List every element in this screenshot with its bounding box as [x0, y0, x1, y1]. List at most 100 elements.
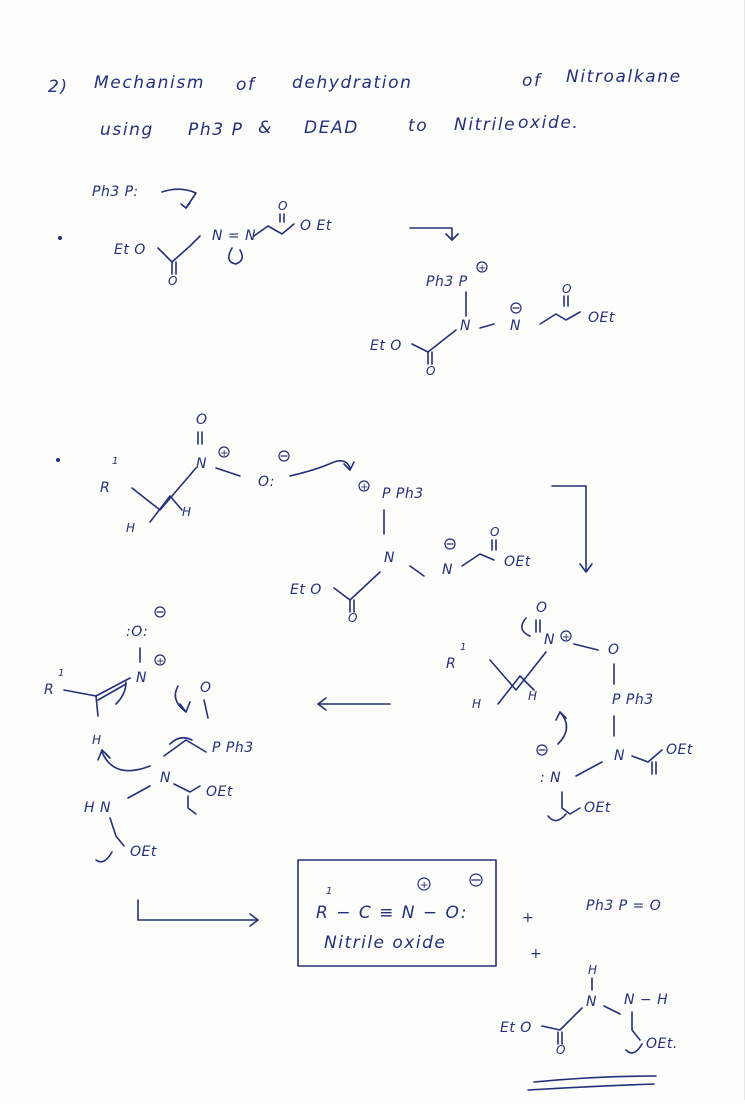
- step4-r: R: [44, 682, 54, 698]
- step2-n2: N: [442, 562, 453, 578]
- hydrazine-nh: N − H: [624, 992, 668, 1008]
- step4-cyclic-ts: :O: N + R 1 O H P Ph3 N OEt H N OEt: [44, 606, 259, 927]
- title-word-oxide: oxide.: [518, 113, 579, 133]
- step4-o-anion: :O:: [126, 624, 148, 640]
- adduct-right-carbonyl: [563, 295, 569, 307]
- svg-text:1: 1: [58, 668, 64, 679]
- n-n-bond: [479, 323, 495, 329]
- svg-text:1: 1: [112, 456, 118, 467]
- step3-h2: H: [528, 689, 537, 703]
- step3-r: R: [446, 656, 456, 672]
- title: 2) Mechanism of dehydration of Nitroalka…: [48, 67, 682, 140]
- svg-text:+: +: [156, 656, 164, 667]
- product-box: [297, 859, 497, 967]
- step4-arrow-cn: [115, 681, 127, 705]
- step2-nitronate-attack: R 1 H H O N + O: + P Ph3 N Et O O N O OE…: [56, 412, 593, 625]
- adduct-left-carbonyl: [427, 351, 433, 365]
- dead-left-carbonyl-o: O: [168, 274, 177, 288]
- step4-pph3: P Ph3: [212, 740, 254, 756]
- title-word-using: using: [100, 120, 154, 140]
- step2-carbon-skeleton: [131, 467, 197, 523]
- step4-oet-right: OEt: [206, 784, 233, 800]
- svg-text:+: +: [420, 880, 428, 891]
- svg-text:O: O: [348, 611, 357, 625]
- title-word-dehydration: dehydration: [292, 73, 412, 93]
- step2-phosphonium: P Ph3: [382, 486, 424, 502]
- title-word-to: to: [408, 116, 428, 136]
- plus-sign: +: [478, 263, 486, 274]
- title-word-of: of: [236, 75, 257, 95]
- svg-text:1: 1: [460, 642, 466, 653]
- step3-h1: H: [472, 697, 481, 711]
- adduct-n1: N: [460, 318, 471, 334]
- svg-text:+: +: [220, 448, 228, 459]
- step2-r: R: [100, 480, 110, 496]
- dead-left-chain: [157, 235, 201, 263]
- phosphine-oxide: Ph3 P = O: [586, 898, 661, 914]
- step3-n-anion: : N: [540, 770, 561, 786]
- step3-n-right: N: [614, 748, 625, 764]
- adduct-left-chain: [411, 329, 457, 353]
- title-word-of-2: of: [522, 71, 543, 91]
- step2-ester-right: OEt: [504, 554, 531, 570]
- step2-h1: H: [126, 521, 135, 535]
- svg-text:1: 1: [326, 886, 332, 897]
- curved-arrow-ph3p: [161, 188, 197, 209]
- ph3p-reagent: Ph3 P:: [92, 184, 139, 200]
- step1-reactants: Ph3 P: Et O O N = N O O Et: [58, 184, 459, 288]
- adduct-n2: N: [510, 318, 521, 334]
- title-word-nitrile: Nitrile: [454, 115, 516, 135]
- step1-adduct: Ph3 P + N Et O O N O OEt: [370, 261, 615, 378]
- step4-hn: H N: [84, 800, 111, 816]
- bullet-1: [58, 236, 62, 240]
- step2-curved-arrow: [289, 460, 351, 477]
- hydrazine-right-ester: OEt.: [646, 1036, 678, 1052]
- plus-1: +: [522, 910, 534, 926]
- adduct-phosphonium: Ph3 P: [426, 274, 468, 290]
- reaction-arrow-4[interactable]: [137, 899, 259, 921]
- title-word-mechanism: Mechanism: [94, 73, 205, 93]
- adduct-left-carbonyl-o: O: [426, 364, 435, 378]
- step2-h2: H: [182, 505, 191, 519]
- dead-right-carbonyl-o: O: [278, 199, 287, 213]
- adduct-right-chain: [539, 311, 581, 325]
- step2-nitro-n: N: [196, 456, 207, 472]
- reaction-arrow-2[interactable]: [551, 485, 587, 571]
- step4-arrow-no: [174, 685, 187, 713]
- title-word-ph3p: Ph3 P: [188, 120, 244, 140]
- step4-o-link: O: [200, 680, 212, 696]
- bullet-2: [56, 458, 60, 462]
- nitrile-oxide-label: Nitrile oxide: [324, 933, 446, 953]
- dead-right-chain: [253, 223, 295, 237]
- svg-text:O: O: [556, 1043, 565, 1057]
- curved-arrow-diazo: [228, 247, 244, 265]
- step4-h: H: [92, 733, 101, 747]
- hydrazine-left-ester: Et O: [500, 1020, 532, 1036]
- step3-curved-arrow-top: [521, 617, 531, 637]
- nitrile-oxide-formula: R − C ≡ N − O:: [316, 903, 468, 923]
- step3-o-top: O: [536, 600, 548, 616]
- hydrazine-n: N: [586, 994, 597, 1010]
- title-word-nitroalkane: Nitroalkane: [566, 67, 682, 87]
- adduct-ester-right: OEt: [588, 310, 615, 326]
- title-word-dead: DEAD: [304, 118, 359, 138]
- step2-nitro-o: O: [196, 412, 208, 428]
- reaction-arrow-1[interactable]: [409, 227, 453, 241]
- svg-text:+: +: [360, 482, 368, 493]
- underline-1: [533, 1075, 657, 1083]
- step3-n-plus: N: [544, 632, 555, 648]
- step2-ester-left: Et O: [290, 582, 322, 598]
- step4-n-center: N: [160, 770, 171, 786]
- adduct-ester-left: Et O: [370, 338, 402, 354]
- dead-left-carbonyl: [171, 261, 177, 275]
- step3-o-link: O: [608, 642, 620, 658]
- step3-pph3: P Ph3: [612, 692, 654, 708]
- svg-text:O: O: [490, 525, 499, 539]
- dead-diazo: N = N: [212, 228, 256, 244]
- hydrazine-h-top: H: [588, 963, 597, 977]
- plus-charge: [476, 261, 488, 273]
- step3-oet-right: OEt: [666, 742, 693, 758]
- dead-left-ester: Et O: [114, 242, 146, 258]
- title-number: 2): [48, 77, 69, 97]
